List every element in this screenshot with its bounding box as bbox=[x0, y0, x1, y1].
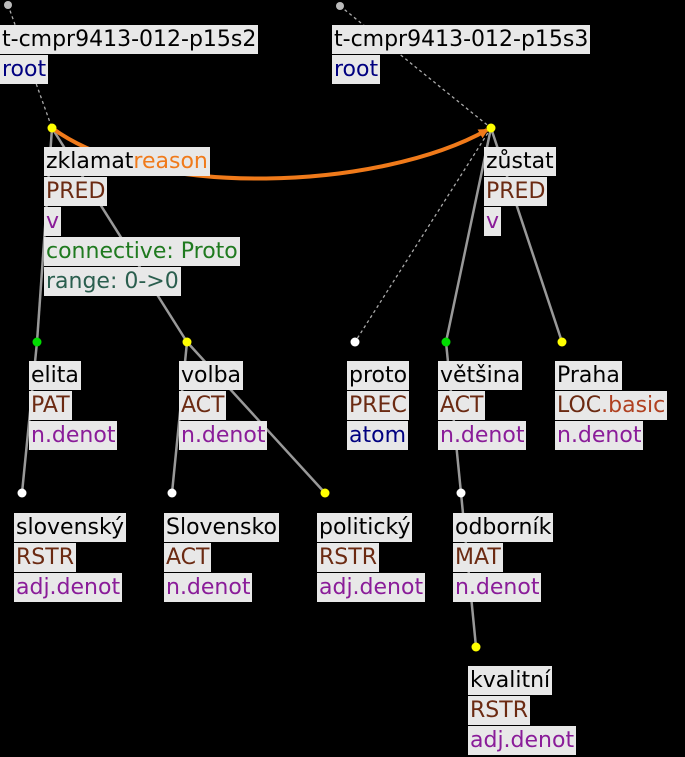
node-functor: RSTR bbox=[317, 543, 379, 572]
node-dot-vetsina[interactable] bbox=[441, 337, 451, 347]
node-dot-volba[interactable] bbox=[182, 337, 192, 347]
node-functor: LOC bbox=[557, 393, 602, 418]
node-label-zklamat[interactable]: zklamatreason PRED v connective: Proto r… bbox=[44, 147, 240, 297]
root-node-s2[interactable] bbox=[4, 1, 12, 9]
node-label-elita[interactable]: elita PAT n.denot bbox=[29, 361, 118, 451]
node-dot-kvalitni[interactable] bbox=[471, 642, 481, 652]
node-type: v bbox=[484, 207, 502, 236]
node-functor-suffix: .basic bbox=[601, 393, 666, 418]
edge-zustat-proto bbox=[354, 127, 492, 343]
node-label-slovensko[interactable]: Slovensko ACT n.denot bbox=[164, 513, 279, 603]
tree-header-s2: t-cmpr9413-012-p15s2 root bbox=[0, 25, 259, 85]
functor-row: LOC.basic bbox=[555, 391, 668, 420]
node-label-politicky[interactable]: politický RSTR adj.denot bbox=[317, 513, 426, 603]
node-label-vetsina[interactable]: většina ACT n.denot bbox=[438, 361, 527, 451]
node-functor: PRED bbox=[484, 177, 548, 206]
node-functor: RSTR bbox=[468, 696, 530, 725]
node-dot-odbornik[interactable] bbox=[456, 488, 466, 498]
node-functor: ACT bbox=[164, 543, 212, 572]
node-dot-zklamat[interactable] bbox=[47, 123, 57, 133]
node-dot-politicky[interactable] bbox=[320, 488, 330, 498]
node-label-proto[interactable]: proto PREC atom bbox=[347, 361, 410, 451]
node-lemma: slovenský bbox=[14, 513, 126, 542]
root-edge-s2 bbox=[7, 4, 53, 129]
node-label-slovensky[interactable]: slovenský RSTR adj.denot bbox=[14, 513, 126, 603]
node-type: n.denot bbox=[179, 421, 268, 450]
node-type: n.denot bbox=[438, 421, 527, 450]
node-lemma: zůstat bbox=[484, 147, 556, 176]
node-functor: ACT bbox=[438, 391, 486, 420]
node-range: range: 0->0 bbox=[44, 267, 181, 296]
node-functor: PREC bbox=[347, 391, 409, 420]
node-dot-proto[interactable] bbox=[350, 337, 360, 347]
node-type: n.denot bbox=[29, 421, 118, 450]
node-functor: RSTR bbox=[14, 543, 76, 572]
edge-zustat-vetsina bbox=[444, 127, 493, 343]
node-label-kvalitni[interactable]: kvalitní RSTR adj.denot bbox=[468, 666, 577, 756]
node-lemma: elita bbox=[29, 361, 81, 390]
tree-header-s3: t-cmpr9413-012-p15s3 root bbox=[332, 25, 591, 85]
node-dot-zustat[interactable] bbox=[486, 123, 496, 133]
node-dot-elita[interactable] bbox=[32, 337, 42, 347]
coref-label: reason bbox=[133, 149, 208, 174]
node-dot-praha[interactable] bbox=[557, 337, 567, 347]
node-functor: PRED bbox=[44, 177, 108, 206]
node-type: atom bbox=[347, 421, 408, 450]
node-type: v bbox=[44, 207, 62, 236]
node-label-zustat[interactable]: zůstat PRED v bbox=[484, 147, 556, 237]
node-lemma: politický bbox=[317, 513, 413, 542]
node-label-odbornik[interactable]: odborník MAT n.denot bbox=[453, 513, 554, 603]
node-label-volba[interactable]: volba ACT n.denot bbox=[179, 361, 268, 451]
node-lemma: kvalitní bbox=[468, 666, 553, 695]
node-functor: MAT bbox=[453, 543, 503, 572]
tree-id-s2: t-cmpr9413-012-p15s2 bbox=[0, 25, 259, 54]
node-dot-slovensky[interactable] bbox=[17, 488, 27, 498]
node-lemma: zklamat bbox=[46, 149, 134, 174]
node-type: n.denot bbox=[555, 421, 644, 450]
node-lemma: Praha bbox=[555, 361, 622, 390]
node-dot-slovensko[interactable] bbox=[167, 488, 177, 498]
tree-id-s3: t-cmpr9413-012-p15s3 bbox=[332, 25, 591, 54]
tree-root-s3: root bbox=[332, 55, 381, 84]
node-lemma: volba bbox=[179, 361, 244, 390]
node-lemma: proto bbox=[347, 361, 410, 390]
node-functor: ACT bbox=[179, 391, 227, 420]
node-type: adj.denot bbox=[14, 573, 123, 602]
node-functor: PAT bbox=[29, 391, 72, 420]
node-type: n.denot bbox=[453, 573, 542, 602]
tree-root-s2: root bbox=[0, 55, 49, 84]
node-type: adj.denot bbox=[468, 726, 577, 755]
node-lemma: Slovensko bbox=[164, 513, 279, 542]
lemma-row: zklamatreason bbox=[44, 147, 210, 176]
node-lemma: většina bbox=[438, 361, 523, 390]
node-connective: connective: Proto bbox=[44, 237, 240, 266]
root-node-s3[interactable] bbox=[336, 2, 344, 10]
node-label-praha[interactable]: Praha LOC.basic n.denot bbox=[555, 361, 668, 451]
node-type: adj.denot bbox=[317, 573, 426, 602]
node-type: n.denot bbox=[164, 573, 253, 602]
node-lemma: odborník bbox=[453, 513, 554, 542]
